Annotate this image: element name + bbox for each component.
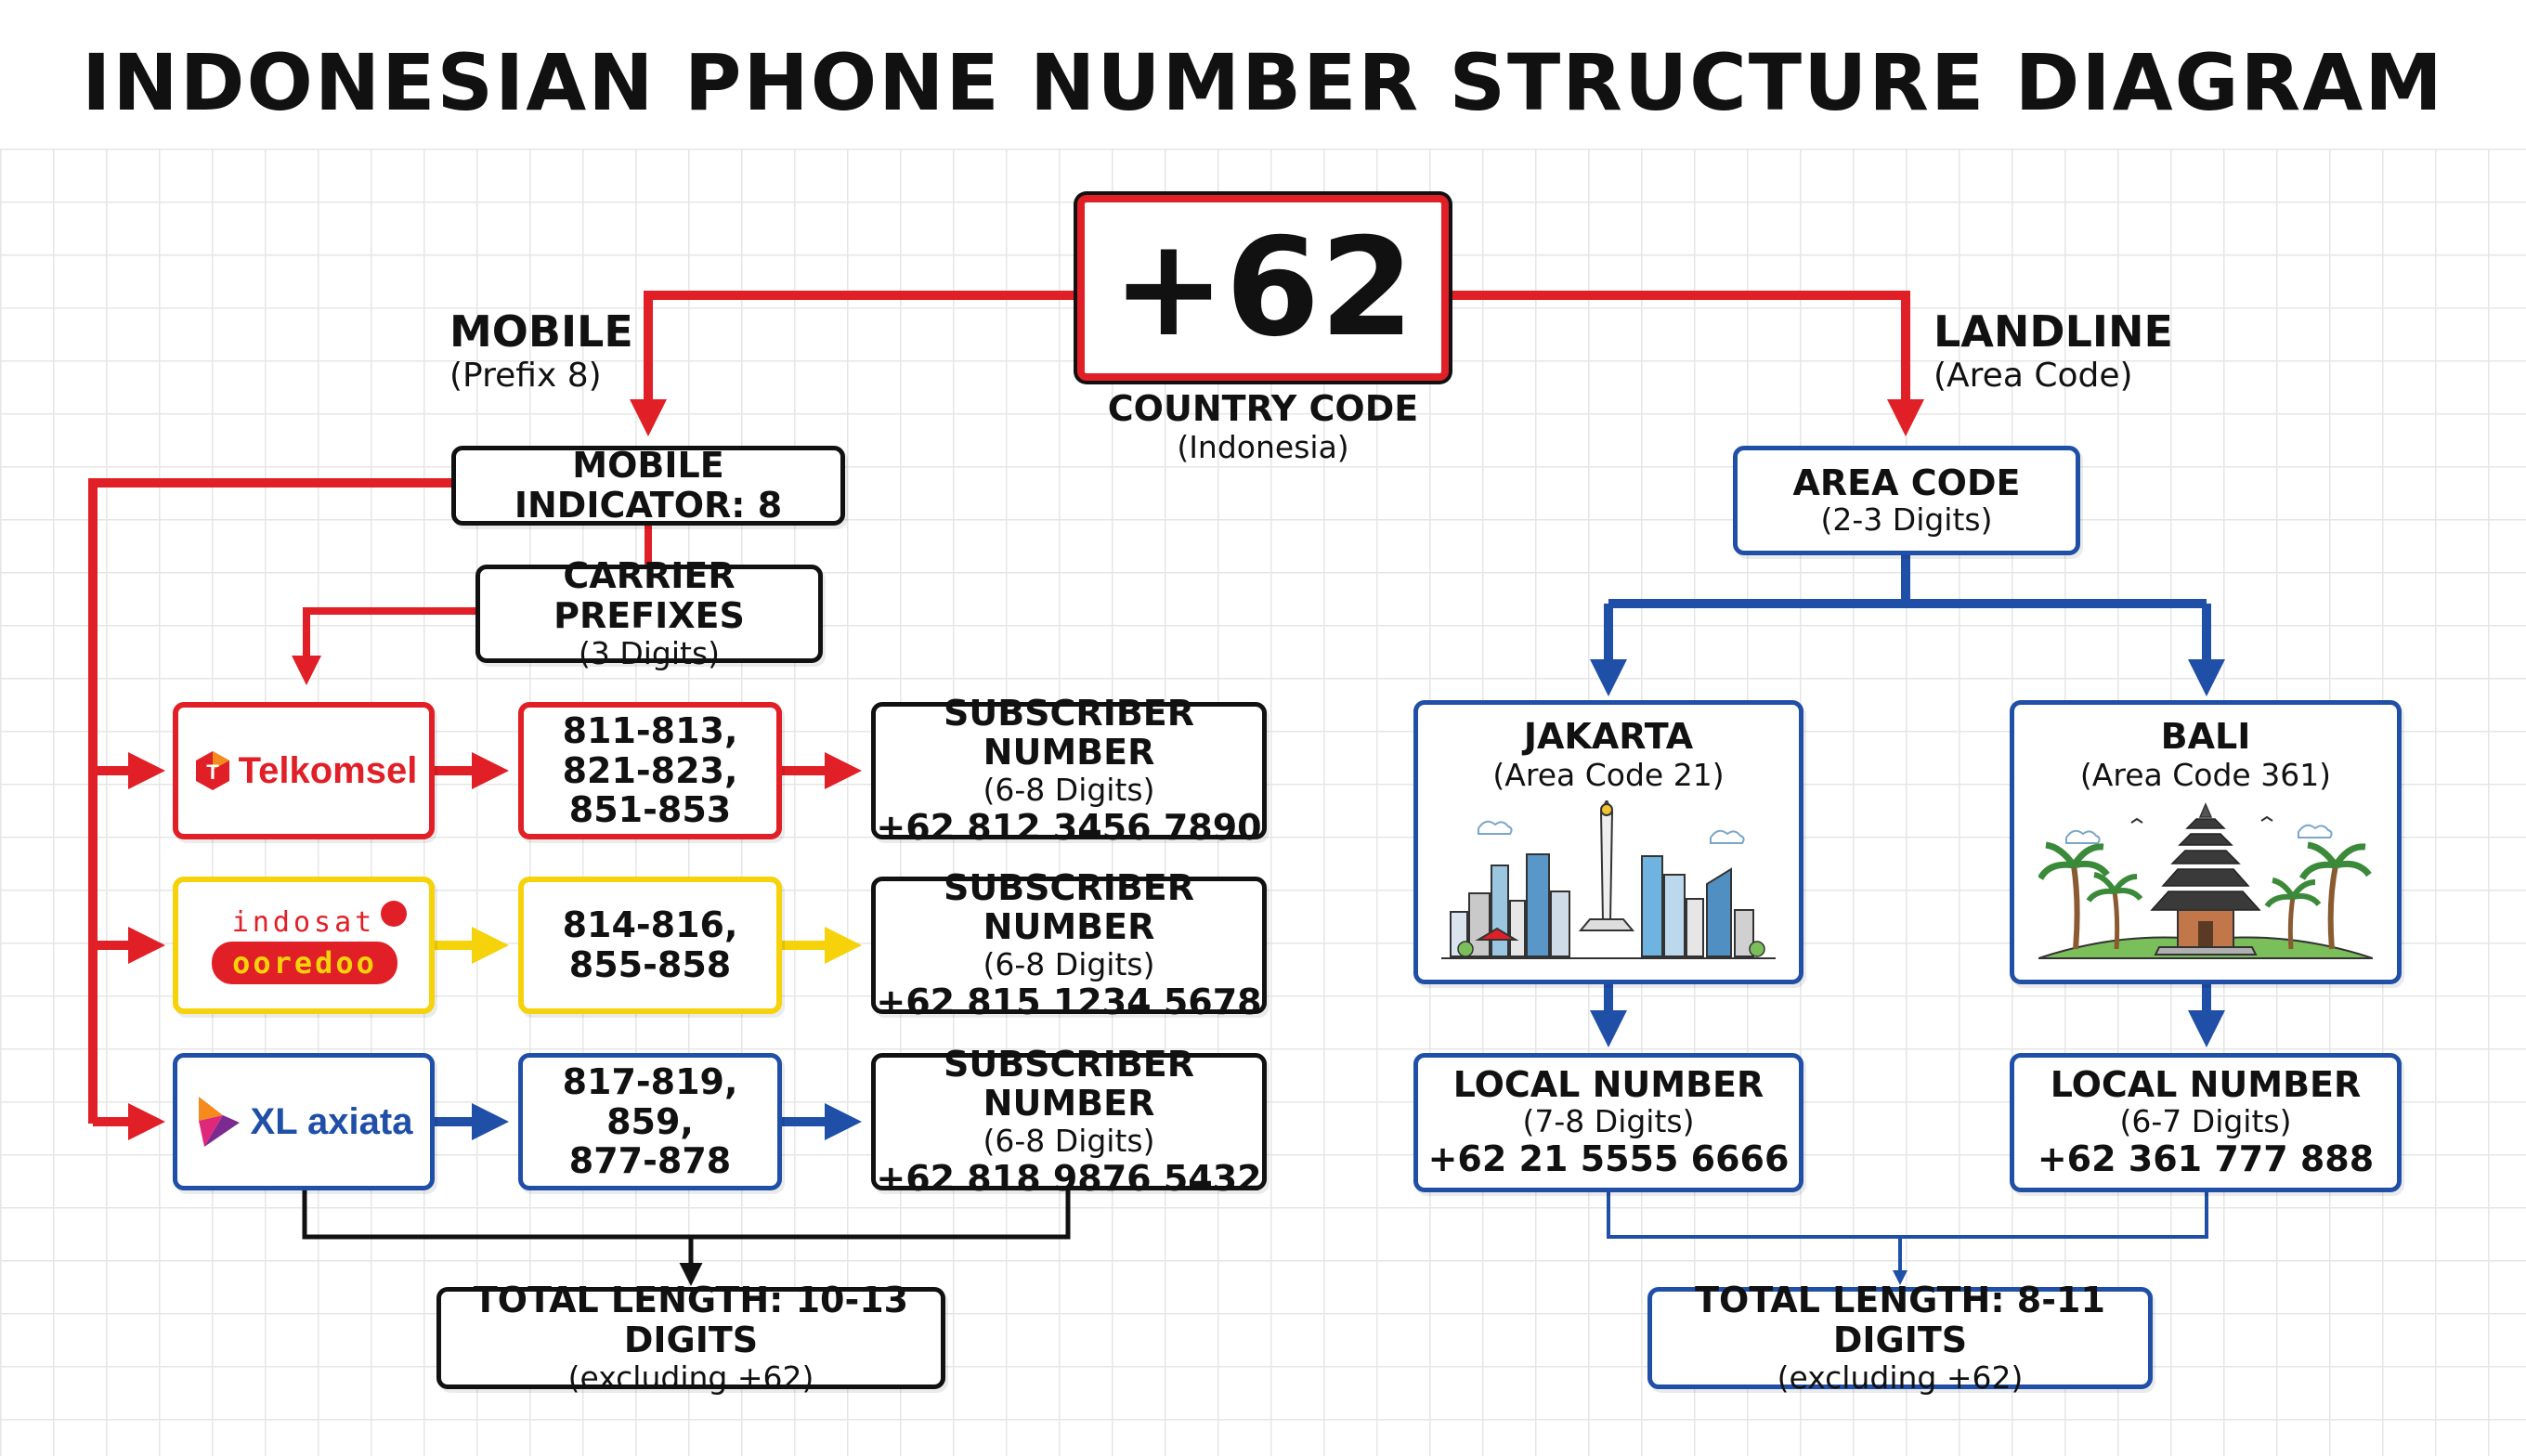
jakarta-sub: (Area Code 21)	[1492, 757, 1725, 793]
jakarta-name: JAKARTA	[1523, 716, 1694, 757]
indosat-prefix-line-1: 814-816,	[562, 904, 738, 946]
carrier-prefixes-title: CARRIER PREFIXES	[553, 555, 745, 637]
area-code-title: AREA CODE	[1792, 462, 2021, 503]
jakarta-card: JAKARTA (Area Code 21)	[1413, 700, 1803, 984]
telkomsel-prefix-line-2: 821-823,	[562, 749, 738, 791]
xl-prefix-line-3: 877-878	[568, 1140, 732, 1182]
jakarta-local-title: LOCAL NUMBER	[1452, 1063, 1764, 1105]
mobile-total-sub: (excluding +62)	[567, 1358, 814, 1396]
indosat-prefix-line-2: 855-858	[568, 944, 732, 985]
telkomsel-name: Telkomsel	[238, 749, 418, 791]
page-title: INDONESIAN PHONE NUMBER STRUCTURE DIAGRA…	[82, 37, 2444, 128]
country-code-caption: COUNTRY CODE (Indonesia)	[1077, 388, 1449, 465]
xl-logo-box: XL axiata	[173, 1053, 435, 1190]
indosat-subscriber-example: +62 815 1234 5678	[876, 981, 1262, 1022]
country-code-sublabel: (Indonesia)	[1177, 429, 1349, 465]
wire-mobile-total-bracket	[302, 1190, 1071, 1240]
landline-total-title: TOTAL LENGTH: 8-11 DIGITS	[1695, 1280, 2105, 1361]
indosat-logo: indosat ooredoo	[206, 899, 407, 992]
bali-local-box: LOCAL NUMBER (6-7 Digits) +62 361 777 88…	[2010, 1053, 2402, 1192]
ooredoo-dot-icon	[381, 901, 407, 927]
jakarta-local-digits: (7-8 Digits)	[1522, 1103, 1695, 1140]
title-band	[0, 0, 2526, 149]
bali-sub: (Area Code 361)	[2079, 757, 2332, 793]
jakarta-local-example: +62 21 5555 6666	[1427, 1138, 1790, 1180]
telkomsel-prefix-line-1: 811-813,	[562, 710, 738, 752]
area-code-sub: (2-3 Digits)	[1820, 501, 1993, 539]
landline-total-box: TOTAL LENGTH: 8-11 DIGITS (excluding +62…	[1647, 1280, 2153, 1395]
wire-country-to-landline	[1449, 291, 1924, 436]
xl-subscriber-title: SUBSCRIBER NUMBER	[943, 1043, 1195, 1124]
landline-branch-title: LANDLINE	[1934, 306, 2173, 357]
country-code-box: +62	[1077, 195, 1449, 381]
bali-local-example: +62 361 777 888	[2037, 1138, 2375, 1180]
mobile-indicator-text: MOBILE INDICATOR: 8	[514, 445, 783, 526]
telkomsel-prefix-line-3: 851-853	[568, 789, 732, 831]
telkomsel-logo-box: T Telkomsel	[173, 702, 435, 839]
country-code-label: COUNTRY CODE	[1107, 388, 1419, 429]
wire-indicator-trunk	[88, 478, 451, 1124]
xl-prefix-line-1: 817-819,	[562, 1061, 738, 1103]
wire-landline-total-bracket	[1607, 1190, 2208, 1239]
telkomsel-mark-icon: T	[195, 751, 229, 790]
carrier-prefixes-sub: (3 Digits)	[578, 634, 721, 671]
xl-subscriber-box: SUBSCRIBER NUMBER (6-8 Digits) +62 818 9…	[871, 1044, 1267, 1198]
indosat-subscriber-box: SUBSCRIBER NUMBER (6-8 Digits) +62 815 1…	[871, 867, 1267, 1021]
indosat-subscriber-digits: (6-8 Digits)	[983, 945, 1155, 982]
mobile-total-title: TOTAL LENGTH: 10-13 DIGITS	[473, 1280, 909, 1361]
telkomsel-subscriber-title: SUBSCRIBER NUMBER	[943, 692, 1195, 774]
bali-local-digits: (6-7 Digits)	[2119, 1103, 2292, 1140]
mobile-indicator-box: MOBILE INDICATOR: 8	[451, 446, 845, 526]
landline-branch-label: LANDLINE (Area Code)	[1934, 306, 2173, 395]
landline-branch-sub: (Area Code)	[1934, 357, 2133, 395]
xl-prefix-box: 817-819, 859, 877-878	[518, 1053, 782, 1190]
svg-text:T: T	[206, 760, 219, 784]
telkomsel-subscriber-box: SUBSCRIBER NUMBER (6-8 Digits) +62 812 3…	[871, 693, 1267, 847]
telkomsel-prefix-box: 811-813, 821-823, 851-853	[518, 702, 782, 839]
xl-subscriber-example: +62 818 9876 5432	[876, 1157, 1262, 1199]
xl-name: XL axiata	[250, 1100, 413, 1142]
indosat-name: indosat	[231, 906, 376, 939]
indosat-subscriber-title: SUBSCRIBER NUMBER	[943, 866, 1195, 948]
jakarta-skyline-icon	[1441, 800, 1776, 959]
indosat-logo-box: indosat ooredoo	[173, 877, 435, 1014]
wire-country-to-mobile	[630, 291, 1077, 436]
carrier-prefixes-box: CARRIER PREFIXES (3 Digits)	[475, 556, 823, 670]
telkomsel-subscriber-example: +62 812 3456 7890	[876, 806, 1262, 848]
jakarta-local-box: LOCAL NUMBER (7-8 Digits) +62 21 5555 66…	[1413, 1053, 1803, 1192]
xl-subscriber-digits: (6-8 Digits)	[983, 1122, 1155, 1159]
area-code-box: AREA CODE (2-3 Digits)	[1733, 446, 2080, 555]
landline-total-sub: (excluding +62)	[1777, 1358, 2024, 1396]
telkomsel-logo: T Telkomsel	[178, 708, 429, 834]
xl-mark-icon	[198, 1097, 240, 1147]
bali-card: BALI (Area Code 361)	[2010, 700, 2402, 984]
telkomsel-subscriber-digits: (6-8 Digits)	[983, 771, 1155, 808]
wire-prefixes-to-telkomsel	[292, 607, 475, 685]
bali-temple-icon	[2038, 802, 2373, 959]
mobile-total-box: TOTAL LENGTH: 10-13 DIGITS (excluding +6…	[436, 1280, 945, 1395]
xl-logo: XL axiata	[177, 1058, 430, 1186]
ooredoo-name: ooredoo	[212, 942, 397, 984]
mobile-branch-label: MOBILE (Prefix 8)	[449, 306, 633, 395]
mobile-branch-title: MOBILE	[449, 306, 633, 357]
mobile-branch-sub: (Prefix 8)	[449, 357, 602, 395]
xl-prefix-line-2: 859,	[606, 1100, 694, 1142]
indosat-prefix-box: 814-816, 855-858	[518, 877, 782, 1014]
bali-name: BALI	[2160, 716, 2251, 757]
bali-local-title: LOCAL NUMBER	[2050, 1063, 2362, 1105]
